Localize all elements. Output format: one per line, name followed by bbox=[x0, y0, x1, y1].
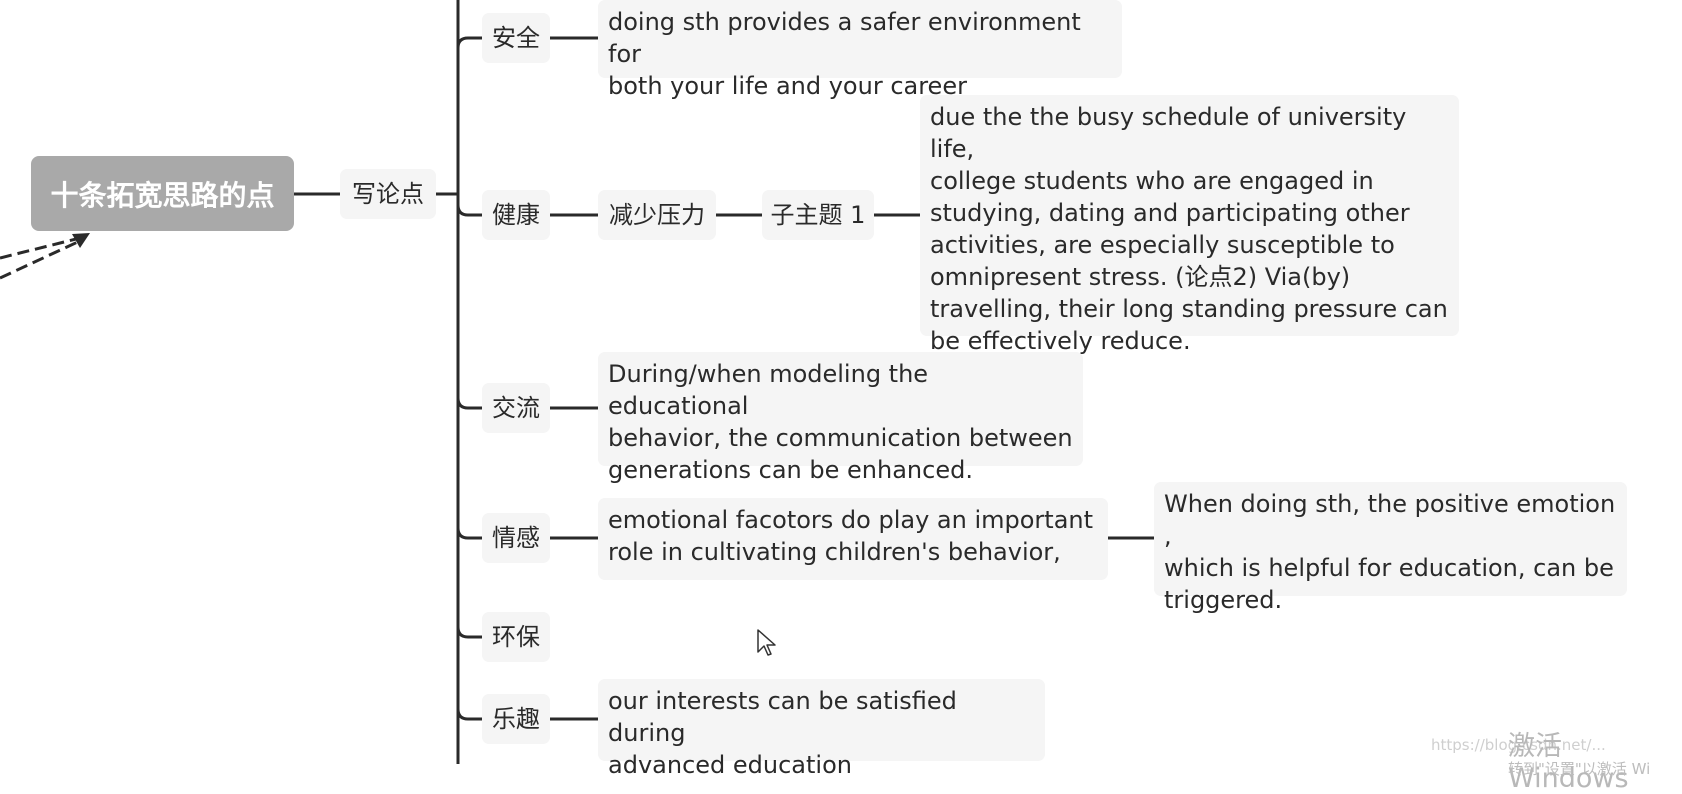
subtopic-node-1[interactable]: 子主题 1 bbox=[762, 190, 874, 240]
emotion-detail-node[interactable]: When doing sth, the positive emotion , w… bbox=[1154, 482, 1627, 614]
topic-node-communication[interactable]: 交流 bbox=[482, 383, 550, 433]
watermark-url: https://blog.csdn.net/... bbox=[1431, 736, 1606, 754]
root-node[interactable]: 十条拓宽思路的点 bbox=[31, 156, 294, 231]
emotion-text-node[interactable]: emotional facotors do play an important … bbox=[598, 498, 1108, 580]
dashed-arrow bbox=[0, 236, 81, 260]
subtopic-node-reduce-stress[interactable]: 减少压力 bbox=[598, 190, 716, 240]
topic-node-safety[interactable]: 安全 bbox=[482, 13, 550, 63]
arrow-head bbox=[72, 233, 90, 248]
topic-node-environment[interactable]: 环保 bbox=[482, 612, 550, 662]
fun-text-node[interactable]: our interests can be satisfied during ad… bbox=[598, 679, 1045, 779]
topic-node-fun[interactable]: 乐趣 bbox=[482, 694, 550, 744]
topic-node-emotion[interactable]: 情感 bbox=[482, 513, 550, 563]
topic-node-health[interactable]: 健康 bbox=[482, 190, 550, 240]
communication-text-node[interactable]: During/when modeling the educational beh… bbox=[598, 352, 1083, 484]
dashed-arrow bbox=[0, 238, 83, 280]
mouse-cursor-icon bbox=[757, 629, 776, 656]
branch-node-write-arguments[interactable]: 写论点 bbox=[340, 169, 436, 219]
health-text-node[interactable]: due the the busy schedule of university … bbox=[920, 95, 1459, 355]
safety-text-node[interactable]: doing sth provides a safer environment f… bbox=[598, 0, 1122, 100]
windows-activation-subtext: 转到"设置"以激活 Wi bbox=[1508, 760, 1651, 778]
connector-lines bbox=[0, 0, 1154, 764]
